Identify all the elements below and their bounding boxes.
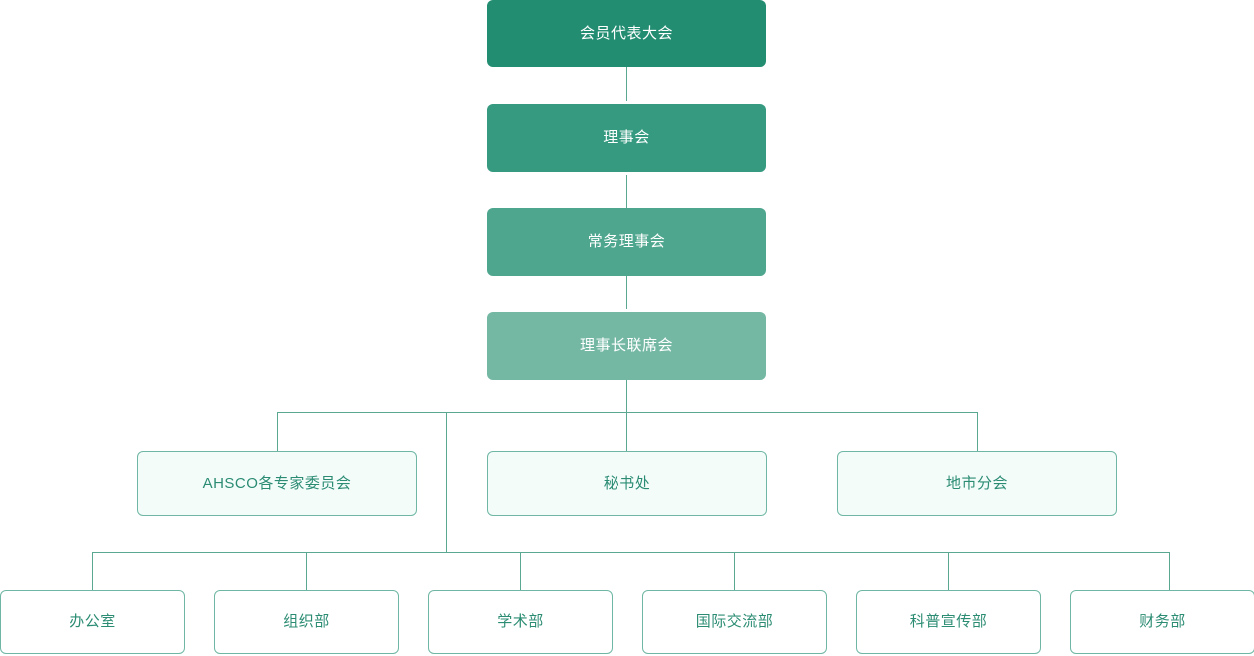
connector-bus-level5: [277, 412, 978, 413]
connector-n4-down: [626, 379, 627, 451]
connector-n3-n4: [626, 275, 627, 309]
node-academic-dept[interactable]: 学术部: [428, 590, 613, 654]
node-chairmen-joint-meeting[interactable]: 理事长联席会: [487, 312, 766, 380]
connector-bus-to-n13: [1169, 552, 1170, 590]
node-standing-council[interactable]: 常务理事会: [487, 208, 766, 276]
node-label: 理事长联席会: [579, 337, 673, 355]
connector-bus-to-n7: [977, 412, 978, 451]
connector-bus-to-n9: [306, 552, 307, 590]
node-label: 办公室: [69, 613, 116, 631]
node-secretariat[interactable]: 秘书处: [487, 451, 767, 516]
node-expert-committees[interactable]: AHSCO各专家委员会: [137, 451, 417, 516]
node-label: 学术部: [497, 613, 544, 631]
node-science-popularization-dept[interactable]: 科普宣传部: [856, 590, 1041, 654]
node-label: 财务部: [1139, 613, 1186, 631]
node-label: 常务理事会: [587, 233, 666, 251]
node-finance-dept[interactable]: 财务部: [1070, 590, 1254, 654]
node-member-congress[interactable]: 会员代表大会: [487, 0, 766, 67]
node-label: AHSCO各专家委员会: [202, 474, 352, 492]
connector-n2-n3: [626, 175, 627, 209]
node-label: 组织部: [283, 613, 330, 631]
node-office[interactable]: 办公室: [0, 590, 185, 654]
connector-bus-to-n11: [734, 552, 735, 590]
connector-n1-n2: [626, 67, 627, 101]
connector-bus-to-n12: [948, 552, 949, 590]
node-international-exchange-dept[interactable]: 国际交流部: [642, 590, 827, 654]
node-label: 科普宣传部: [909, 613, 988, 631]
node-label: 理事会: [603, 129, 650, 147]
node-label: 会员代表大会: [579, 24, 673, 42]
node-city-branches[interactable]: 地市分会: [837, 451, 1117, 516]
connector-bus-to-n5: [277, 412, 278, 451]
connector-bus-to-n8: [92, 552, 93, 590]
connector-n5-branch-down: [446, 412, 447, 552]
connector-bus-to-n10: [520, 552, 521, 590]
node-label: 地市分会: [945, 474, 1008, 492]
node-label: 秘书处: [603, 474, 651, 492]
connector-bus-level6: [92, 552, 1170, 553]
node-organization-dept[interactable]: 组织部: [214, 590, 399, 654]
node-label: 国际交流部: [695, 613, 774, 631]
node-council[interactable]: 理事会: [487, 104, 766, 172]
